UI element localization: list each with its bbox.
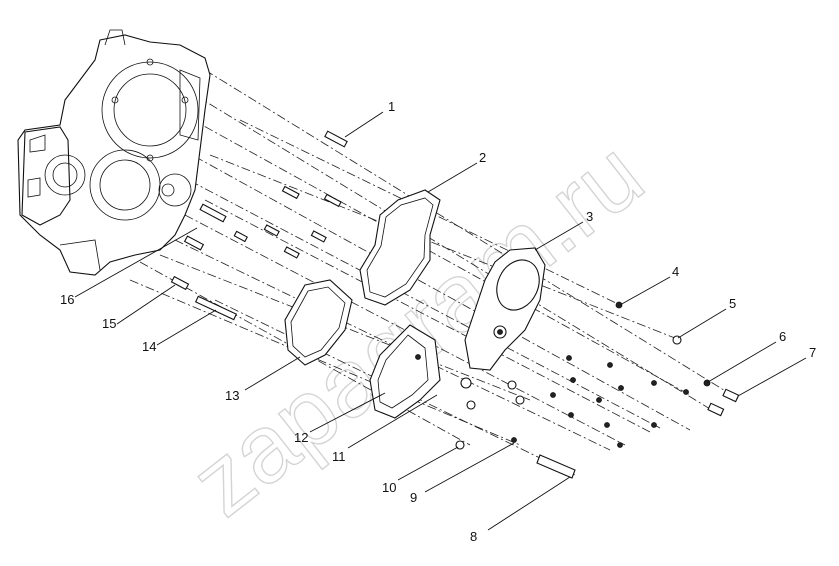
gasket-lower [284, 279, 353, 366]
callout-11: 11 [332, 449, 346, 464]
callout-7: 7 [809, 345, 816, 360]
gasket-upper [359, 189, 441, 306]
callout-9: 9 [410, 490, 417, 505]
callout-16: 16 [60, 292, 74, 307]
callout-4: 4 [672, 264, 679, 279]
studs [170, 130, 348, 321]
engine-front-housing [17, 29, 211, 276]
callout-10: 10 [382, 480, 396, 495]
callout-5: 5 [729, 296, 736, 311]
callout-leaders [74, 111, 807, 531]
cover-lower [369, 324, 441, 419]
callout-6: 6 [779, 329, 786, 344]
fasteners [455, 301, 740, 479]
callout-14: 14 [142, 339, 156, 354]
callout-8: 8 [470, 529, 477, 544]
callout-3: 3 [586, 209, 593, 224]
callout-1: 1 [388, 99, 395, 114]
cover-plate [464, 247, 546, 371]
callout-labels: 1 2 3 4 5 6 7 8 9 10 11 12 13 14 15 16 [60, 99, 816, 544]
callout-15: 15 [102, 316, 116, 331]
callout-2: 2 [479, 150, 486, 165]
callout-12: 12 [294, 430, 308, 445]
callout-13: 13 [225, 388, 239, 403]
